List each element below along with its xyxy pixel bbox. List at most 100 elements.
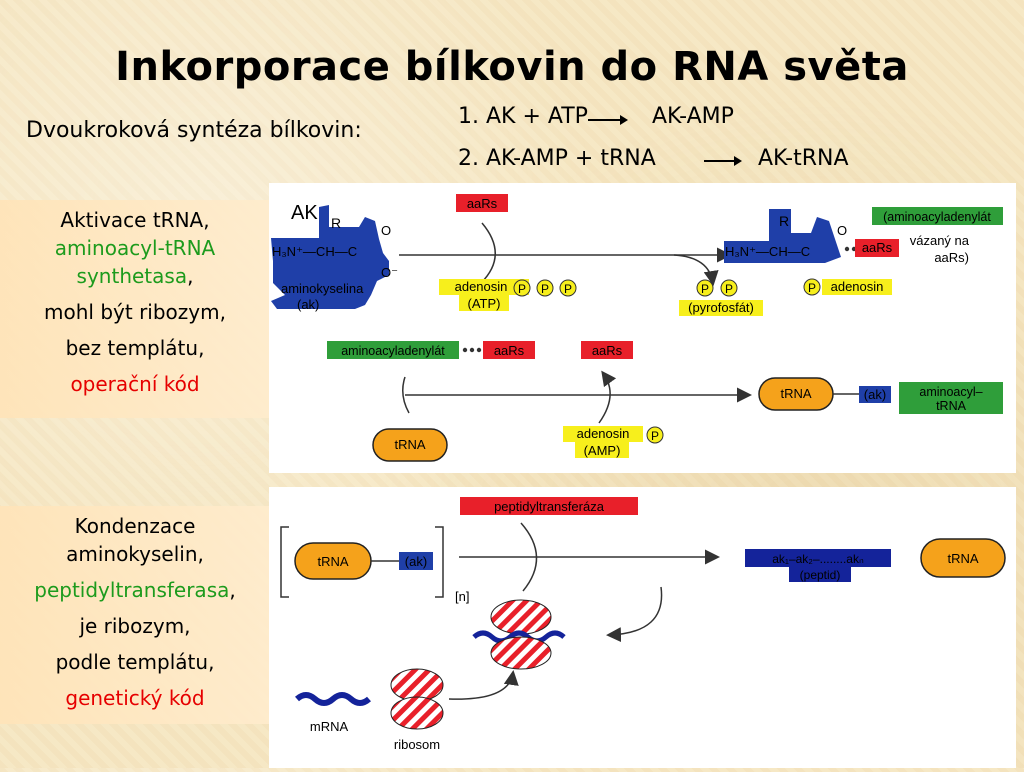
slide-subtitle: Dvoukroková syntéza bílkovin:	[26, 118, 362, 143]
ribosome-bottom-upper	[390, 668, 444, 702]
peptide-chain-label: ak₁–ak₂–........akₙ	[772, 552, 864, 566]
aars-label-3: aaRs	[494, 343, 525, 358]
amp-phosphate-2-label: P	[651, 429, 659, 443]
box1-line2: aminoacyl-tRNA	[54, 236, 216, 260]
trna-label-3: tRNA	[317, 554, 348, 569]
adenosin-label-2: adenosin	[831, 279, 884, 294]
peptidyltransferaza-label: peptidyltransferáza	[494, 499, 605, 514]
adenosin-box-2	[822, 279, 892, 295]
activation-diagram: AK R H₃N⁺—CH—C O O⁻ aminokyselina (ak) a…	[271, 194, 1003, 462]
ak-paren-label-1: (ak)	[297, 297, 319, 312]
step2-left: 2. AK-AMP + tRNA	[458, 146, 656, 171]
ak-box-1	[859, 386, 891, 403]
peptidyltransferaza-box	[460, 497, 638, 515]
adenosin-label-3: adenosin	[577, 426, 630, 441]
aminoacyladenylat-box-1	[872, 207, 1003, 225]
left-bracket	[280, 526, 289, 598]
dot-2a	[462, 347, 468, 353]
trna-label-1: tRNA	[394, 437, 425, 452]
dot-2c	[476, 347, 482, 353]
slide-title: Inkorporace bílkovin do RNA světa	[115, 44, 909, 90]
peptidyl-arc	[520, 522, 538, 592]
o-minus-label-1: O⁻	[381, 265, 398, 280]
trna-small-label: tRNA	[936, 399, 967, 413]
aars-box-3	[483, 341, 535, 359]
ribosome-top-upper	[490, 599, 552, 635]
peptide-chain-box	[745, 549, 891, 567]
trna-label-2: tRNA	[780, 386, 811, 401]
amino-acid-shape	[271, 205, 389, 309]
ribosome-bottom-lower	[390, 696, 444, 730]
pyrophosphate-p2	[720, 279, 738, 297]
mrna-label: mRNA	[310, 719, 349, 734]
aminoacyladenylat-box-2	[327, 341, 459, 359]
ribosom-label: ribosom	[394, 737, 440, 752]
vazany-na-label: vázaný na	[910, 233, 970, 248]
amp-phosphate-1	[803, 278, 821, 296]
pyrofosfat-box	[679, 300, 763, 316]
aars-box-4	[581, 341, 633, 359]
aars-label-4: aaRs	[592, 343, 623, 358]
phosphate-1a	[513, 279, 531, 297]
box1-line6: operační kód	[70, 372, 200, 396]
box1-line5: bez templátu,	[65, 336, 205, 360]
amp-phosphate-1-label: P	[808, 281, 816, 295]
peptid-box	[789, 567, 851, 582]
trna-pill-1	[372, 428, 448, 462]
box2-line5: podle templátu,	[55, 650, 215, 674]
trna-label-4: tRNA	[947, 551, 978, 566]
box1-line4: mohl být ribozym,	[44, 300, 226, 324]
ak-label: AK	[291, 202, 318, 224]
step2-arrow	[704, 156, 742, 166]
aminoacyladenylat-label: aminoacyladenylát	[341, 344, 445, 358]
pyrophosphate-arc-1	[673, 254, 719, 286]
amino-acid-shape-2	[724, 209, 841, 263]
o-label-1: O	[381, 223, 391, 238]
dot-1a	[844, 246, 850, 252]
aars-release-arc	[598, 370, 617, 424]
adenosin-box-3	[563, 426, 643, 442]
box1-line3-suffix: ,	[187, 264, 194, 288]
box2-line3: peptidyltransferasa	[34, 578, 230, 602]
assembly-arrow	[448, 670, 519, 700]
n-label: [n]	[455, 589, 469, 604]
atp-box	[459, 295, 509, 311]
step1-right: AK-AMP	[652, 104, 734, 129]
step1-arrow	[588, 115, 628, 125]
atp-arc-1	[480, 222, 496, 284]
aars-box-1	[456, 194, 508, 212]
dot-2b	[469, 347, 475, 353]
amp-label: (AMP)	[584, 443, 621, 458]
activation-textbox: Aktivace tRNA, aminoacyl-tRNA synthetasa…	[0, 200, 270, 418]
phosphate-1b-label: P	[541, 282, 549, 296]
h3n-formula-2: H₃N⁺—CH—C	[725, 244, 810, 259]
ak-label-2: (ak)	[405, 554, 427, 569]
phosphate-1c	[559, 279, 577, 297]
activation-diagram-panel: AK R H₃N⁺—CH—C O O⁻ aminokyselina (ak) a…	[269, 183, 1016, 473]
aars-label-2: aaRs	[862, 240, 893, 255]
ribosome-top-lower	[490, 636, 552, 670]
amp-phosphate-2	[646, 426, 664, 444]
h3n-formula-1: H₃N⁺—CH—C	[272, 244, 357, 259]
right-bracket	[435, 526, 444, 598]
pyrophosphate-p2-label: P	[725, 282, 733, 296]
mrna-wave	[295, 692, 371, 706]
trna-pill-4	[920, 538, 1006, 578]
condensation-diagram-panel: peptidyltransferáza [n] tRNA (ak) ak₁–ak…	[269, 487, 1016, 768]
aminokyselina-label: aminokyselina	[281, 281, 364, 296]
phosphate-1a-label: P	[518, 282, 526, 296]
box1-line3: synthetasa	[76, 264, 188, 288]
ak-small-label-1: (ak)	[864, 387, 886, 402]
atp-label: (ATP)	[468, 296, 501, 311]
pyrophosphate-p1	[696, 279, 714, 297]
step1-left: 1. AK + ATP	[458, 104, 588, 129]
condensation-textbox: Kondenzace aminokyselin, peptidyltransfe…	[0, 506, 270, 724]
adenosin-box-1	[439, 279, 529, 295]
release-arc	[606, 586, 663, 643]
aminoacyl-trna-box	[899, 382, 1003, 414]
box2-line4: je ribozym,	[79, 614, 191, 638]
r-label-2: R	[779, 213, 789, 229]
o-label-2: O	[837, 223, 847, 238]
condensation-diagram: peptidyltransferáza [n] tRNA (ak) ak₁–ak…	[280, 497, 1006, 752]
box2-line2: aminokyselin,	[66, 542, 204, 566]
